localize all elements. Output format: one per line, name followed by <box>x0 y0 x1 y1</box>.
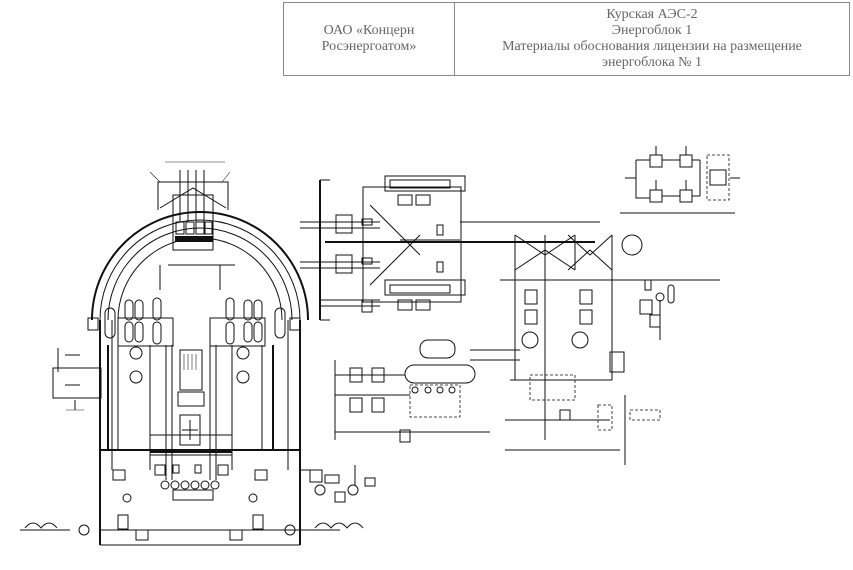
bottom-auxiliary-systems <box>299 440 376 503</box>
project-line-1: Курская АЭС-2 <box>606 7 698 22</box>
project-line-2: Энергоблок 1 <box>611 23 693 38</box>
containment-building <box>87 211 309 545</box>
organization-line-1: ОАО «Концерн <box>323 23 415 38</box>
turbine-hall <box>325 221 720 465</box>
steam-lines-and-separators <box>300 175 466 321</box>
organization-line-2: Росэнергоатом» <box>321 39 417 54</box>
ventilation-stack <box>149 161 231 251</box>
project-line-4: энергоблока № 1 <box>601 55 703 70</box>
left-auxiliary-systems <box>20 348 364 536</box>
deaerator <box>334 339 490 443</box>
document-header-table: ОАО «Концерн Росэнергоатом» Курская АЭС-… <box>283 2 850 76</box>
organization-cell: ОАО «Концерн Росэнергоатом» <box>283 2 455 76</box>
project-line-3: Материалы обоснования лицензии на размещ… <box>502 39 802 54</box>
project-cell: Курская АЭС-2 Энергоблок 1 Материалы обо… <box>454 2 850 76</box>
reactor-compartment <box>100 264 300 546</box>
top-right-inset-schematic <box>620 146 740 214</box>
